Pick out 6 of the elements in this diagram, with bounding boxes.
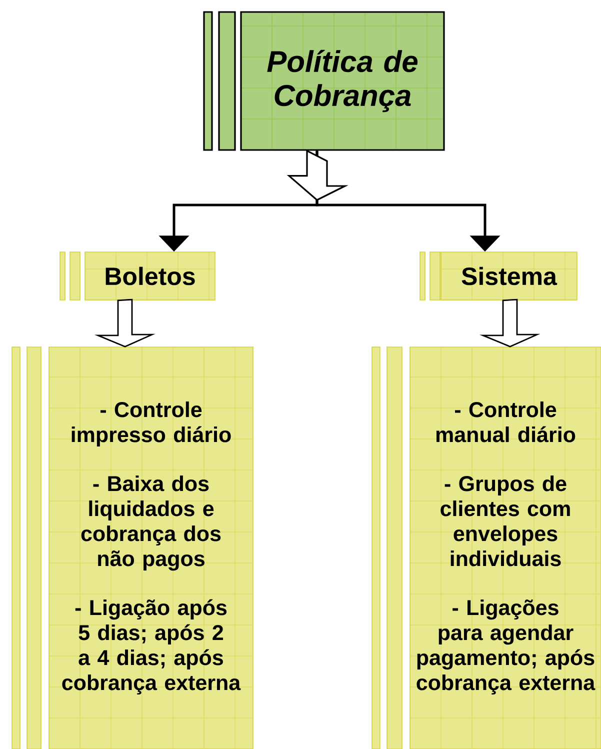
category-box: Boletos [84, 252, 216, 300]
title-box: Política de Cobrança [240, 11, 445, 151]
text-column: - Controle impresso diário - Baixa dos liquidados e cobrança dos não pagos - Ligação após 5 dias; após 2 a 4 dias; após cobrança externa [48, 346, 254, 749]
hollow-arrow [479, 298, 540, 348]
text-column: - Controle manual diário - Grupos de clientes com envelopes individuais - Ligações para agendar pagamento; após cobrança externa [410, 346, 601, 749]
hollow-arrow [94, 298, 156, 348]
